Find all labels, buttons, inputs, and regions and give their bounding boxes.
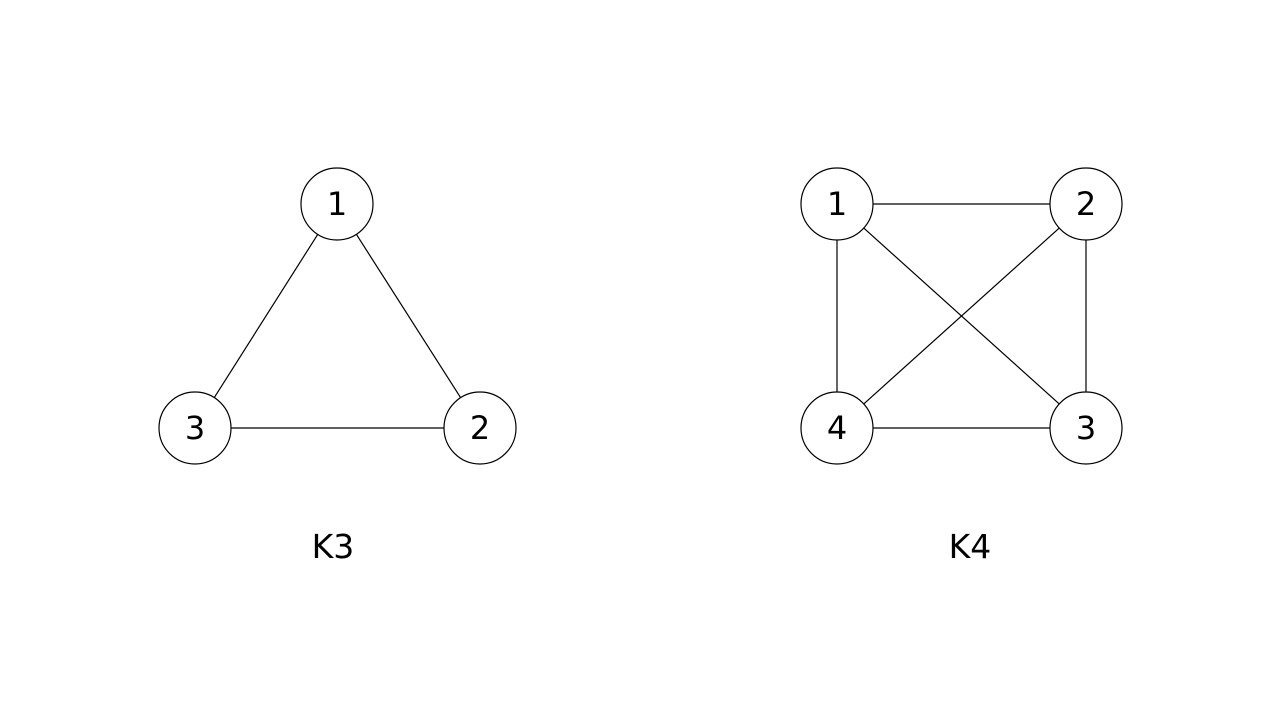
diagram-k3: 1 2 3 K3 [158,167,517,566]
k4-node-3: 3 [1049,391,1123,465]
k3-edge-1-2 [355,234,462,398]
k3-nodes: 1 2 3 [158,167,517,465]
k4-node-3-circle [1049,391,1123,465]
k3-node-2: 2 [443,391,517,465]
k4-node-4-label: 4 [827,409,847,447]
k3-caption: K3 [312,527,355,566]
k4-node-1-label: 1 [827,185,847,223]
k3-node-3-circle [158,391,232,465]
k3-node-2-circle [443,391,517,465]
k4-node-1: 1 [800,167,874,241]
k4-node-4: 4 [800,391,874,465]
k4-node-3-label: 3 [1076,409,1096,447]
k3-node-3-label: 3 [185,409,205,447]
k4-node-2-circle [1049,167,1123,241]
k3-node-2-label: 2 [470,409,490,447]
k4-caption: K4 [949,527,992,566]
k3-node-1: 1 [300,167,374,241]
k4-node-1-circle [800,167,874,241]
k4-node-2-label: 2 [1076,185,1096,223]
k3-edge-1-3 [213,234,319,398]
k4-node-2: 2 [1049,167,1123,241]
k3-node-1-circle [300,167,374,241]
k4-edges [836,203,1087,429]
diagram-k4: 1 2 3 4 K4 [800,167,1123,566]
k4-edge-2-4 [863,227,1060,405]
k4-nodes: 1 2 3 4 [800,167,1123,465]
k3-node-3: 3 [158,391,232,465]
k4-node-4-circle [800,391,874,465]
k3-edges [213,234,462,429]
k3-node-1-label: 1 [327,185,347,223]
